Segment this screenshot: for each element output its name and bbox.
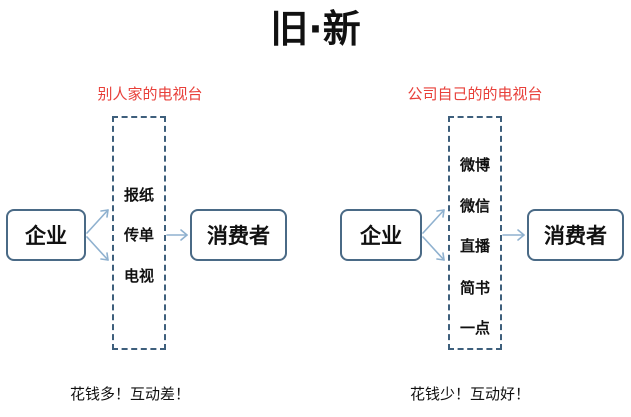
new-arrow-down-head bbox=[436, 252, 445, 261]
new-channel-item: 直播 bbox=[459, 237, 490, 255]
new-channel-item: 微博 bbox=[459, 156, 490, 174]
old-source-node: 企业 bbox=[6, 209, 86, 261]
new-arrow-right-head bbox=[517, 229, 525, 241]
old-channel-item: 报纸 bbox=[123, 186, 154, 204]
old-subtitle: 别人家的电视台 bbox=[97, 85, 203, 103]
old-arrow-down-head bbox=[100, 252, 109, 261]
new-source-node: 企业 bbox=[340, 209, 422, 261]
new-arrow-up bbox=[422, 209, 445, 234]
new-arrow-down bbox=[422, 236, 445, 261]
old-arrow-up-head bbox=[100, 209, 109, 218]
old-channel-box: 报纸 传单 电视 bbox=[112, 116, 166, 350]
new-channel-item: 一点 bbox=[459, 319, 490, 337]
old-arrow-up bbox=[86, 209, 109, 234]
new-footer: 花钱少！互动好！ bbox=[410, 385, 531, 403]
new-channel-item: 简书 bbox=[459, 279, 490, 297]
new-arrow-up-head bbox=[436, 209, 445, 218]
new-channel-box: 微博 微信 直播 简书 一点 bbox=[448, 116, 502, 350]
old-arrow-down bbox=[86, 236, 109, 261]
old-target-node: 消费者 bbox=[190, 209, 287, 261]
old-footer: 花钱多！互动差！ bbox=[70, 385, 191, 403]
new-channel-item: 微信 bbox=[459, 197, 490, 215]
new-subtitle: 公司自己的的电视台 bbox=[407, 85, 543, 103]
page-title: 旧·新 bbox=[270, 7, 361, 51]
new-target-node: 消费者 bbox=[527, 209, 624, 261]
old-channel-item: 电视 bbox=[123, 267, 154, 285]
old-arrow-right-head bbox=[180, 229, 188, 241]
old-channel-item: 传单 bbox=[123, 226, 154, 244]
